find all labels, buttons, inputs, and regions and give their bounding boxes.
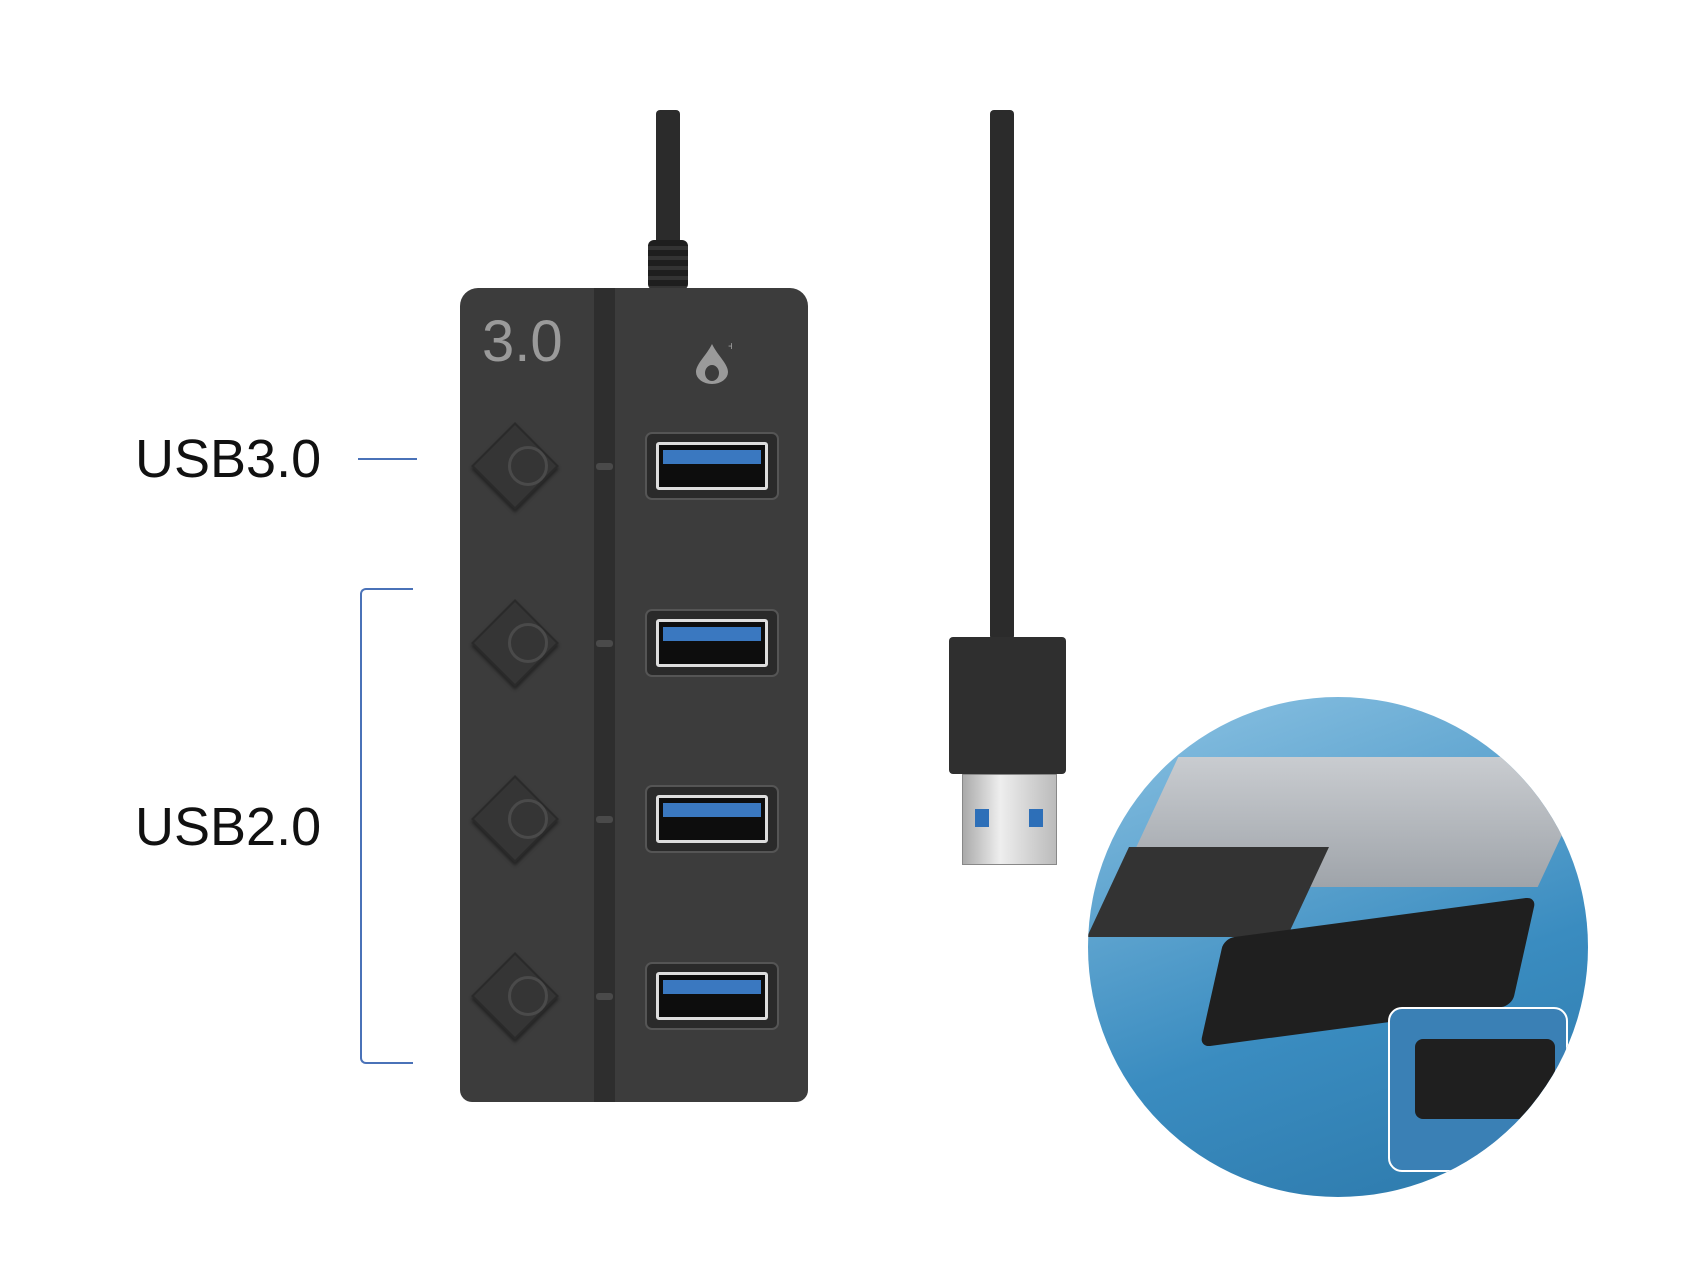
port-1-led: [596, 463, 613, 470]
usb-port-4: [645, 962, 779, 1030]
contact-slot: [1029, 809, 1043, 827]
usb3-label: USB3.0: [135, 429, 322, 489]
svg-text:+: +: [728, 340, 732, 353]
port-2-led: [596, 640, 613, 647]
laptop-keyboard: [1088, 847, 1329, 937]
usb-version-mark: 3.0: [482, 309, 563, 374]
usb-plug-connector: [962, 774, 1057, 865]
inset-detail: [1388, 1007, 1568, 1172]
drop-logo-icon: +: [692, 339, 735, 386]
plug-cable: [990, 110, 1014, 640]
port-4-led: [596, 993, 613, 1000]
usb-port-1: [645, 432, 779, 500]
power-icon: [508, 976, 548, 1016]
usb2-bracket: [360, 588, 413, 1064]
usage-photo: [1088, 697, 1588, 1197]
usb2-label: USB2.0: [135, 797, 322, 857]
hub-detail: [1415, 1039, 1555, 1119]
usb-hub: 3.0 +: [460, 288, 808, 1102]
power-icon: [508, 799, 548, 839]
usb3-pointer-line: [358, 458, 417, 460]
cable-strain-relief: [648, 240, 688, 290]
port-3-led: [596, 816, 613, 823]
usb-port-3: [645, 785, 779, 853]
usb-plug-body: [949, 637, 1066, 774]
usb-port-2: [645, 609, 779, 677]
power-icon: [508, 623, 548, 663]
power-icon: [508, 446, 548, 486]
hub-divider: [594, 288, 615, 1102]
contact-slot: [975, 809, 989, 827]
